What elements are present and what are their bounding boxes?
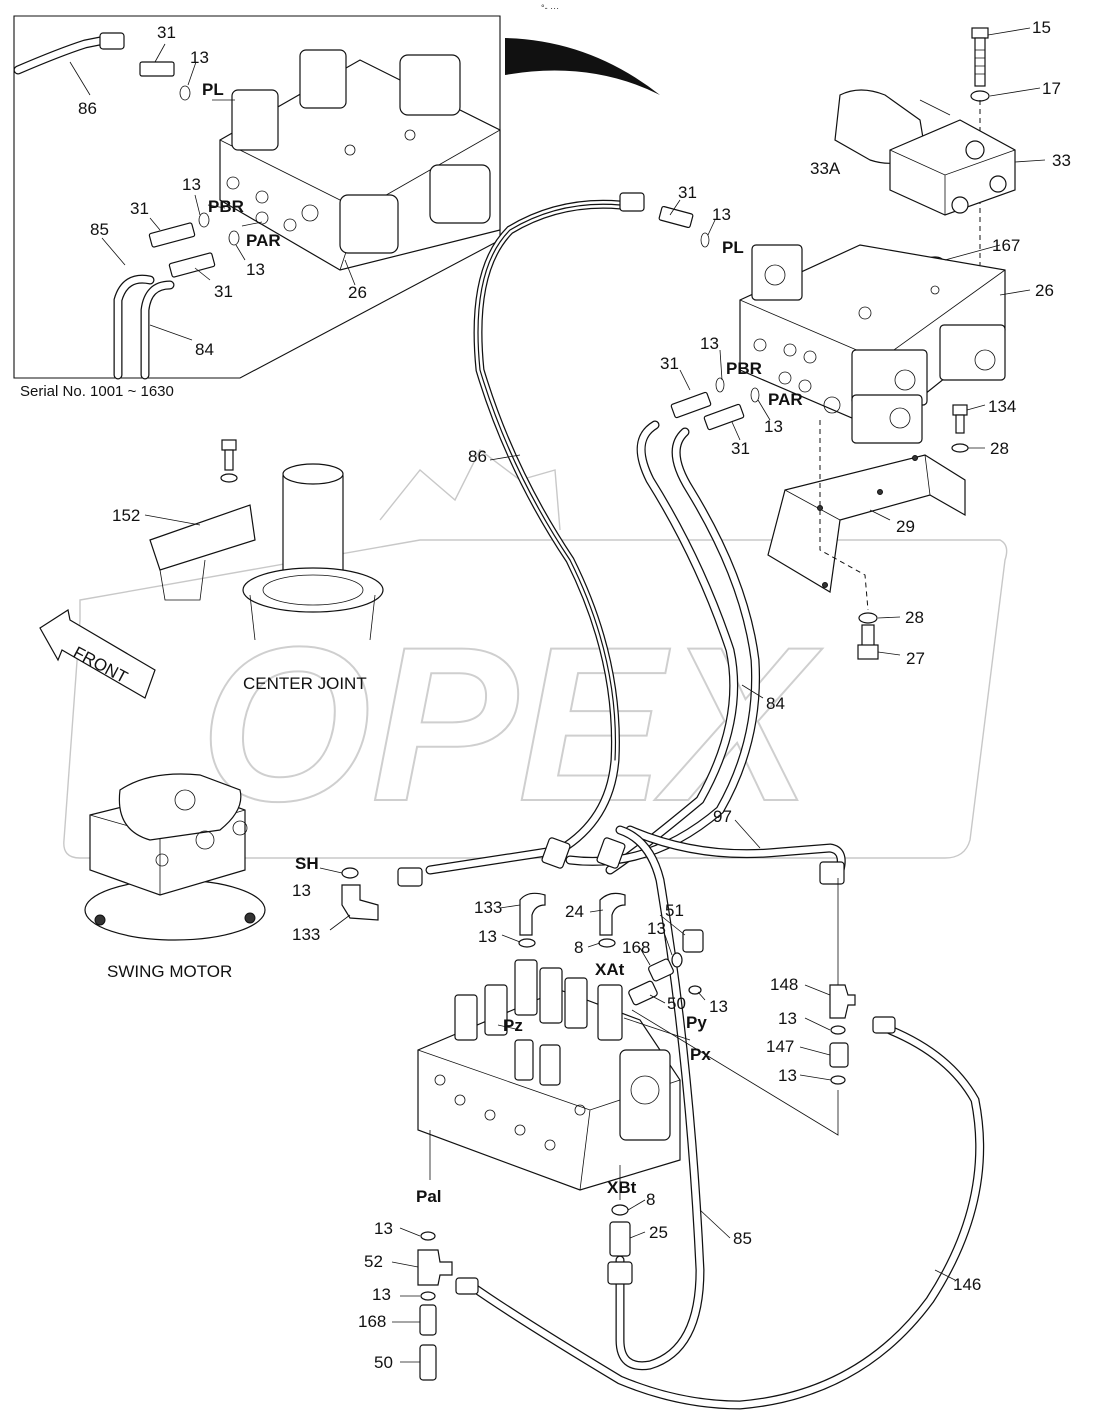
inset-label-13b: 13 [182, 175, 201, 194]
port-px: Px [690, 1045, 711, 1064]
elbow-133-left [341, 884, 379, 921]
port-xat: XAt [595, 960, 625, 979]
label-28-low: 28 [905, 608, 924, 627]
label-13-xat: 13 [647, 919, 666, 938]
port-pal: Pal [416, 1187, 442, 1206]
o-ring-sh [341, 867, 359, 879]
label-97: 97 [713, 807, 732, 826]
port-par: PAR [768, 390, 803, 409]
inset-label-31a: 31 [157, 23, 176, 42]
inset-label-31c: 31 [214, 282, 233, 301]
inset-label-13a: 13 [190, 48, 209, 67]
label-33a: 33A [810, 159, 841, 178]
label-25: 25 [649, 1223, 668, 1242]
label-31-low: 31 [731, 439, 750, 458]
inset-label-85: 85 [90, 220, 109, 239]
center-joint [149, 439, 384, 641]
label-15: 15 [1032, 18, 1051, 37]
label-27: 27 [906, 649, 925, 668]
inset-port-par: PAR [246, 231, 281, 250]
inset-port-pl: PL [202, 80, 224, 99]
center-joint-caption: CENTER JOINT [243, 674, 367, 693]
label-13-pal-b: 13 [372, 1285, 391, 1304]
port-pz: Pz [503, 1016, 523, 1035]
label-8-top: 8 [574, 938, 583, 957]
port-sh: SH [295, 854, 319, 873]
fittings [417, 878, 856, 1381]
port-xbt: XBt [607, 1178, 637, 1197]
label-50-low: 50 [374, 1353, 393, 1372]
label-13-sh: 13 [292, 881, 311, 900]
label-33: 33 [1052, 151, 1071, 170]
port-pl: PL [722, 238, 744, 257]
hose-routing [397, 192, 985, 1410]
port-py: Py [686, 1013, 707, 1032]
inset-label-31b: 31 [130, 199, 149, 218]
label-13-top: 13 [712, 205, 731, 224]
label-133-left: 133 [292, 925, 320, 944]
inset-serial-caption: Serial No. 1001 ~ 1630 [20, 383, 174, 400]
label-13-pbr: 13 [700, 334, 719, 353]
label-8-xbt: 8 [646, 1190, 655, 1209]
label-13-py: 13 [709, 997, 728, 1016]
label-13-pal-a: 13 [374, 1219, 393, 1238]
label-51: 51 [665, 901, 684, 920]
inset-label-13c: 13 [246, 260, 265, 279]
label-26: 26 [1035, 281, 1054, 300]
label-84: 84 [766, 694, 785, 713]
label-148: 148 [770, 975, 798, 994]
label-13-147: 13 [778, 1009, 797, 1028]
front-arrow: FRONT [39, 609, 156, 699]
swing-motor-caption: SWING MOTOR [107, 962, 232, 981]
label-152: 152 [112, 506, 140, 525]
header-mark: °- ··· [541, 3, 559, 13]
label-13-left-valve: 13 [478, 927, 497, 946]
label-29: 29 [896, 517, 915, 536]
label-17: 17 [1042, 79, 1061, 98]
port-pbr: PBR [726, 359, 762, 378]
label-13-par: 13 [764, 417, 783, 436]
label-28-top: 28 [990, 439, 1009, 458]
curve-wedge [505, 38, 660, 95]
label-52: 52 [364, 1252, 383, 1271]
label-85: 85 [733, 1229, 752, 1248]
leader-lines [144, 27, 1046, 1363]
swing-motor [84, 773, 266, 941]
label-168-mid: 168 [622, 938, 650, 957]
inset-port-pbr: PBR [208, 197, 244, 216]
label-147: 147 [766, 1037, 794, 1056]
label-24: 24 [565, 902, 584, 921]
label-167: 167 [992, 236, 1020, 255]
label-134: 134 [988, 397, 1016, 416]
label-146: 146 [953, 1275, 981, 1294]
label-13-bottom: 13 [778, 1066, 797, 1085]
inset-label-86: 86 [78, 99, 97, 118]
label-86: 86 [468, 447, 487, 466]
serial-inset [13, 15, 501, 380]
control-valve [417, 959, 681, 1191]
inset-label-26: 26 [348, 283, 367, 302]
inset-label-84: 84 [195, 340, 214, 359]
label-50-mid: 50 [667, 994, 686, 1013]
label-31-mid: 31 [660, 354, 679, 373]
label-168-low: 168 [358, 1312, 386, 1331]
label-133-right: 133 [474, 898, 502, 917]
label-31-top: 31 [678, 183, 697, 202]
valve-block-assembly [658, 27, 1016, 660]
